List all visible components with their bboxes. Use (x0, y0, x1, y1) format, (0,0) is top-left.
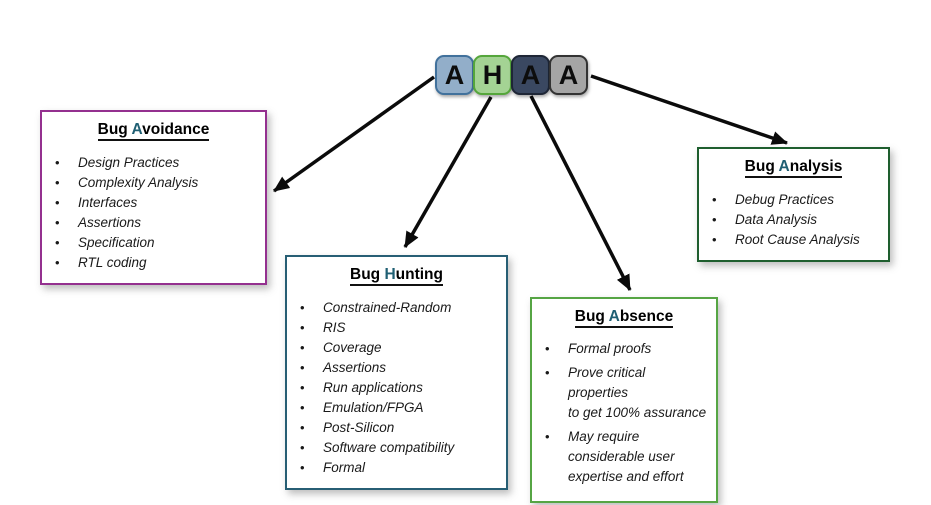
title-prefix: Bug (744, 158, 779, 175)
bullet-item: Interfaces (42, 193, 265, 213)
bullet-item: Data Analysis (699, 210, 888, 230)
arrow-to-bug-absence (529, 95, 632, 291)
bullet-item: Software compatibility (287, 438, 506, 458)
acronym-letter: A (558, 59, 579, 90)
bullet-item: Specification (42, 233, 265, 253)
bullet-item: Formal (287, 458, 506, 478)
acronym-tile-4: A (549, 55, 588, 95)
title-accent-letter: A (778, 158, 790, 175)
acronym-letter: H (482, 59, 503, 90)
bullet-item: Assertions (287, 358, 506, 378)
acronym-tile-3: A (511, 55, 550, 95)
acronym-tile-1: A (435, 55, 474, 95)
acronym-letter: A (520, 59, 541, 90)
title-prefix: Bug (350, 266, 385, 283)
bug-absence-box: Bug Absence Formal proofsProve critical … (530, 297, 718, 503)
bullet-item: Complexity Analysis (42, 173, 265, 193)
bug-avoidance-box: Bug Avoidance Design PracticesComplexity… (40, 110, 267, 285)
bullet-item: May require considerable user expertise … (532, 427, 716, 487)
title-rest: voidance (142, 121, 210, 138)
title-rest: bsence (619, 308, 674, 325)
ahaa-acronym: A H A A (435, 55, 588, 95)
title-accent-letter: A (131, 121, 143, 138)
arrow-to-bug-avoidance (272, 75, 436, 193)
bullet-item: Root Cause Analysis (699, 230, 888, 250)
bullet-item: Emulation/FPGA (287, 398, 506, 418)
bullet-item: Formal proofs (532, 339, 716, 359)
bullet-item: Run applications (287, 378, 506, 398)
title-accent-letter: H (384, 266, 396, 283)
title-rest: nalysis (789, 158, 843, 175)
acronym-letter: A (444, 59, 465, 90)
bullet-item: Prove critical properties to get 100% as… (532, 363, 716, 423)
bug-avoidance-title: Bug Avoidance (42, 120, 265, 141)
bug-absence-list: Formal proofsProve critical properties t… (532, 339, 716, 487)
bug-hunting-list: Constrained-RandomRISCoverageAssertionsR… (287, 298, 506, 478)
bug-hunting-box: Bug Hunting Constrained-RandomRISCoverag… (285, 255, 508, 490)
bug-hunting-title: Bug Hunting (287, 265, 506, 286)
acronym-tile-2: H (473, 55, 512, 95)
bullet-item: Constrained-Random (287, 298, 506, 318)
bug-analysis-list: Debug PracticesData AnalysisRoot Cause A… (699, 190, 888, 250)
title-rest: unting (395, 266, 443, 283)
title-prefix: Bug (574, 308, 609, 325)
bullet-item: Coverage (287, 338, 506, 358)
bullet-item: RTL coding (42, 253, 265, 273)
bug-avoidance-list: Design PracticesComplexity AnalysisInter… (42, 153, 265, 273)
bug-absence-title: Bug Absence (532, 307, 716, 328)
bullet-item: Assertions (42, 213, 265, 233)
arrow-to-bug-analysis (590, 74, 788, 145)
bullet-item: Debug Practices (699, 190, 888, 210)
title-prefix: Bug (97, 121, 132, 138)
bullet-item: RIS (287, 318, 506, 338)
title-accent-letter: A (608, 308, 620, 325)
bullet-item: Design Practices (42, 153, 265, 173)
bug-analysis-box: Bug Analysis Debug PracticesData Analysi… (697, 147, 890, 262)
arrow-to-bug-hunting (403, 96, 493, 248)
bullet-item: Post-Silicon (287, 418, 506, 438)
bug-analysis-title: Bug Analysis (699, 157, 888, 178)
